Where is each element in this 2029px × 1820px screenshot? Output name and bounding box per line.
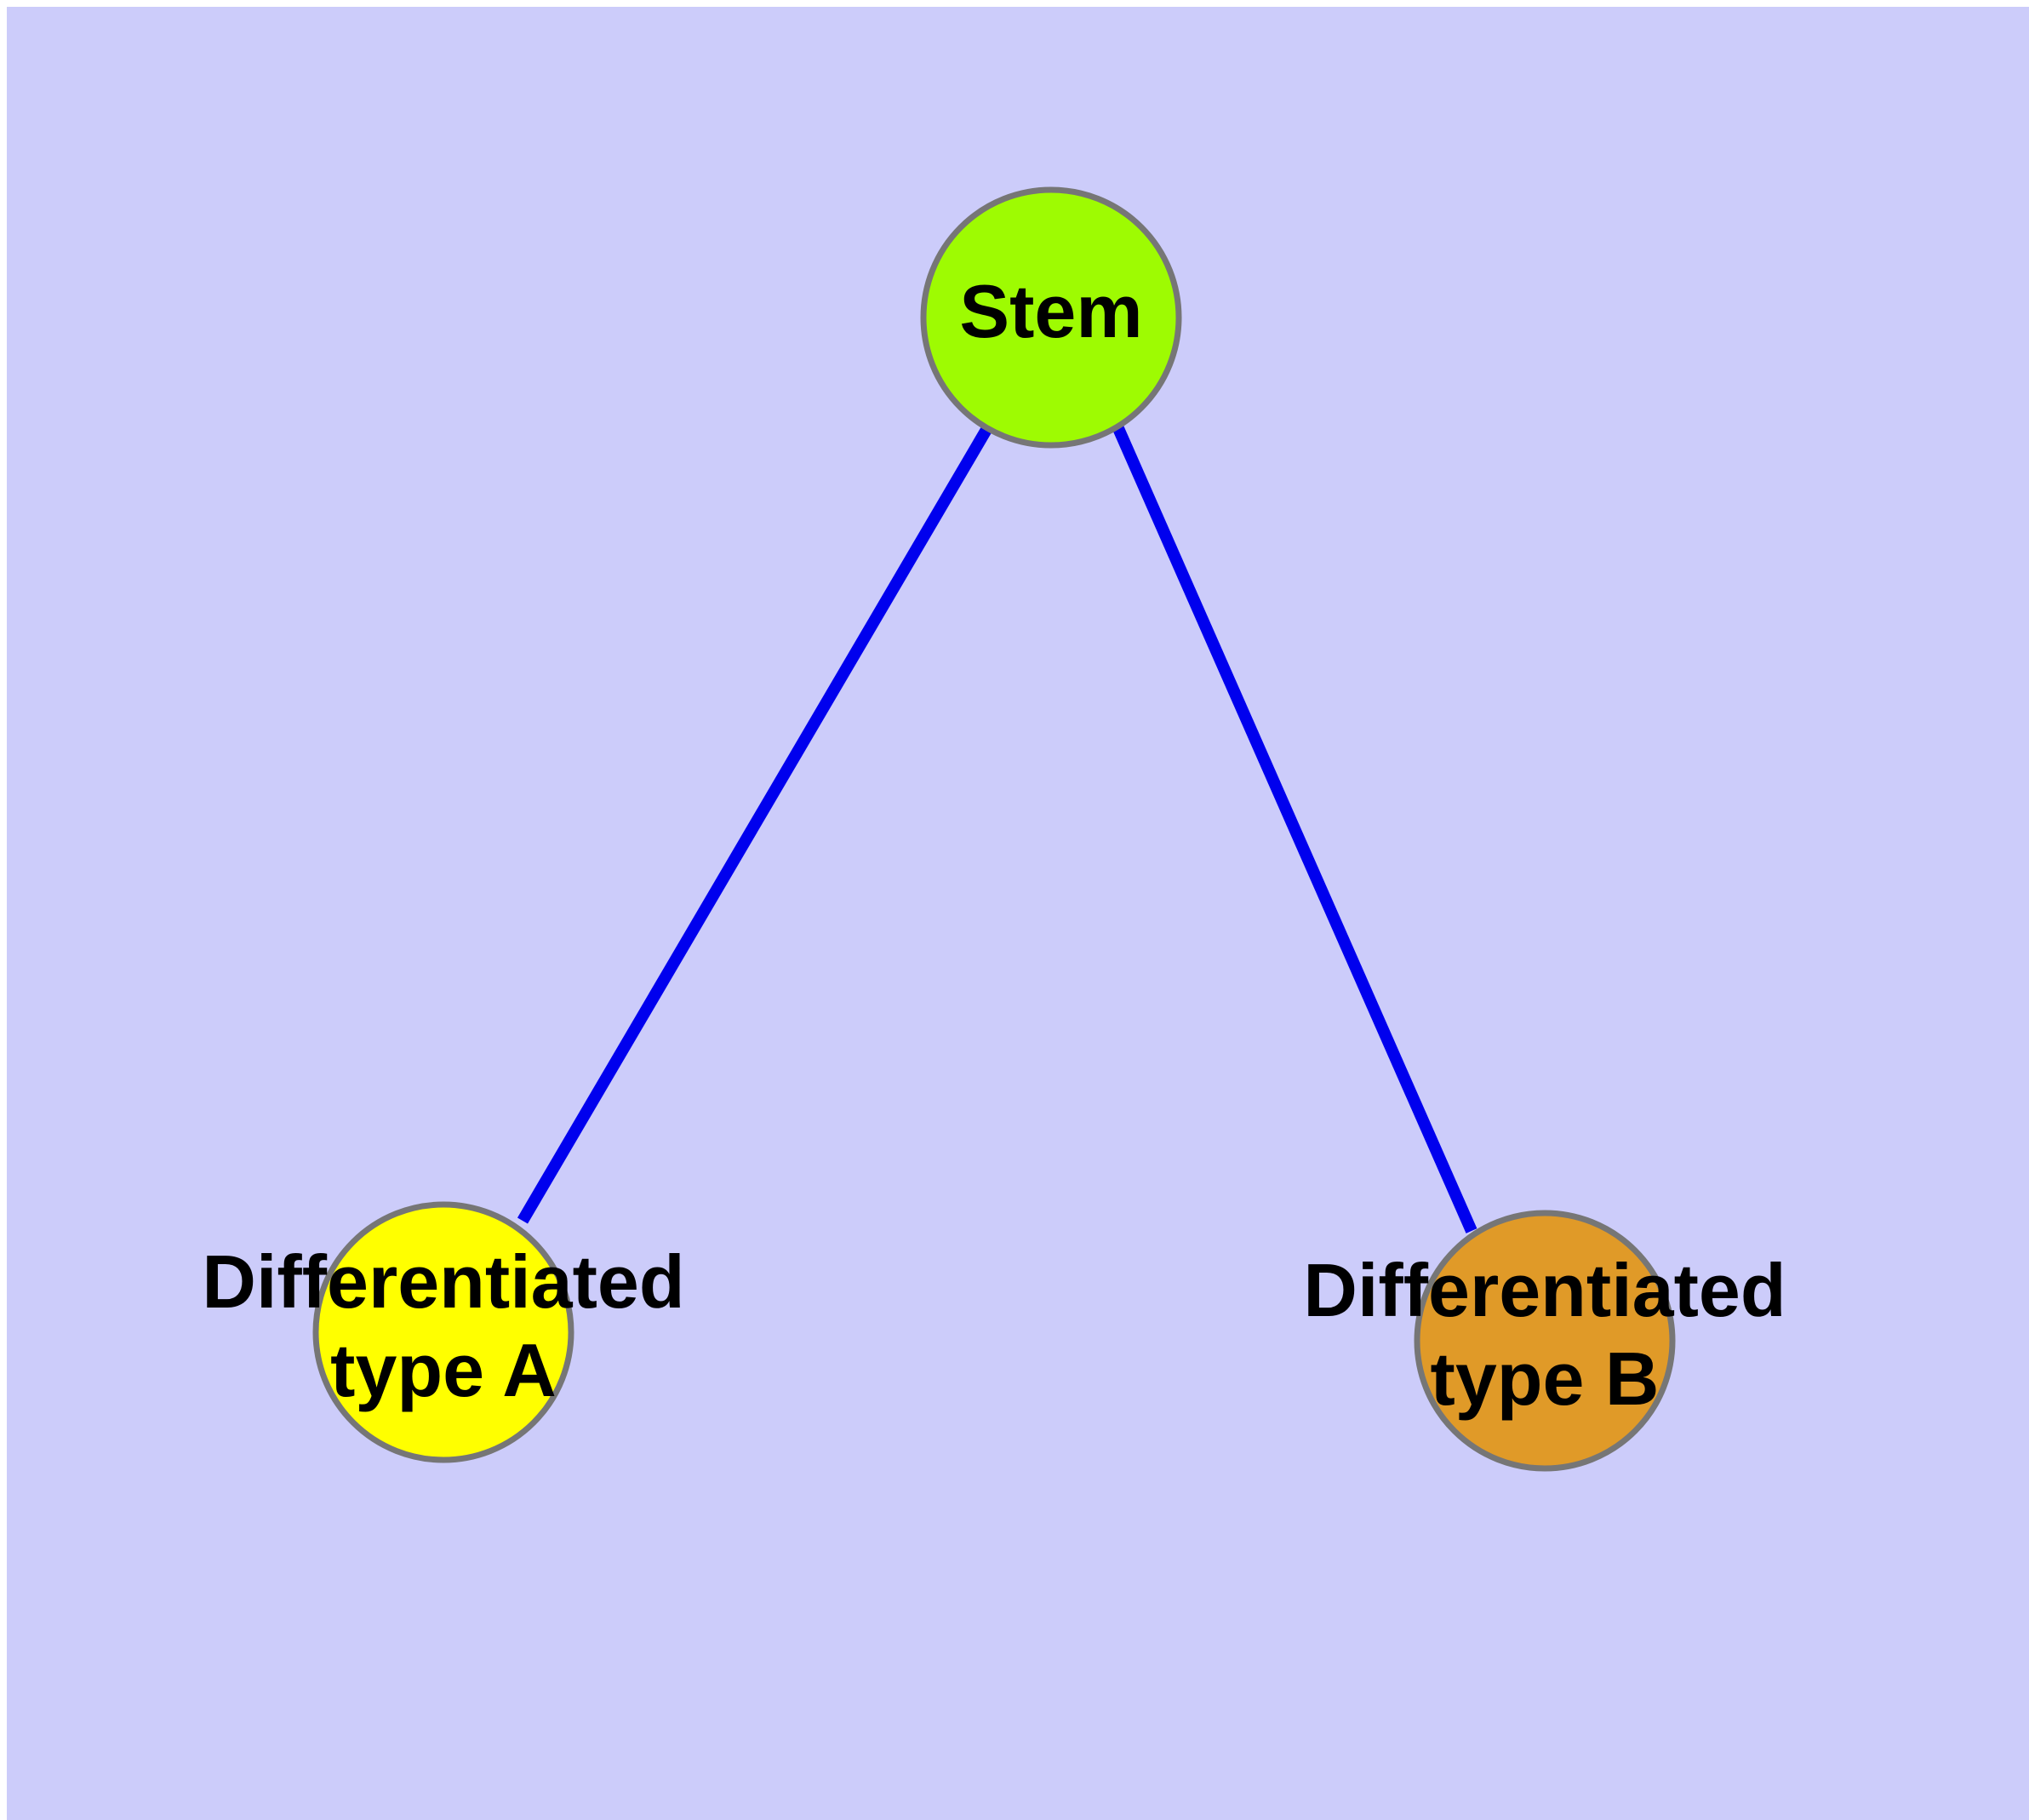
nodes-layer — [312, 186, 1676, 1472]
node-label-line: Differentiated — [202, 1239, 684, 1324]
node-diff-b[interactable] — [1414, 1210, 1676, 1472]
node-label-line: Differentiated — [1303, 1248, 1786, 1332]
node-diff-a[interactable] — [312, 1201, 574, 1463]
node-stem[interactable] — [920, 186, 1182, 449]
edges-layer — [517, 424, 1477, 1233]
edge-stem-to-diff-b[interactable] — [1112, 424, 1477, 1233]
node-label-stem: Stem — [959, 269, 1142, 353]
node-label-line: type B — [1431, 1336, 1660, 1421]
node-label-line: type A — [330, 1328, 557, 1412]
edge-stem-to-diff-a[interactable] — [517, 425, 993, 1224]
node-label-line: Stem — [959, 269, 1142, 353]
